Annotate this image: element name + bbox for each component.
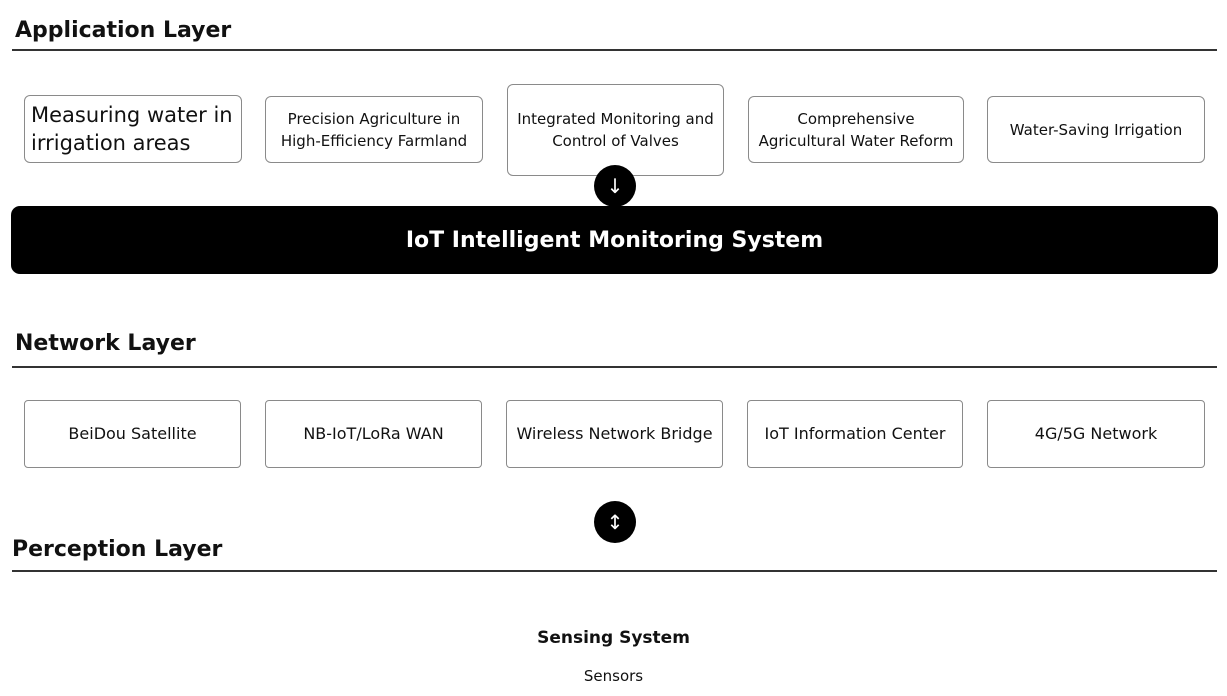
- app-item-measuring-water: Measuring water in irrigation areas: [24, 95, 242, 163]
- application-layer-divider: [12, 49, 1217, 51]
- net-item-nbiot-lora: NB-IoT/LoRa WAN: [265, 400, 482, 468]
- network-layer-divider: [12, 366, 1217, 368]
- network-layer-title: Network Layer: [15, 331, 196, 356]
- app-item-water-saving: Water-Saving Irrigation: [987, 96, 1205, 163]
- net-item-label: NB-IoT/LoRa WAN: [303, 424, 444, 443]
- sensing-system-title: Sensing System: [537, 628, 690, 648]
- net-item-label: IoT Information Center: [764, 424, 946, 443]
- net-item-label: BeiDou Satellite: [68, 424, 197, 443]
- app-item-water-reform: Comprehensive Agricultural Water Reform: [748, 96, 964, 163]
- net-item-beidou: BeiDou Satellite: [24, 400, 241, 468]
- app-item-label: Measuring water in irrigation areas: [31, 103, 233, 155]
- app-item-label: Water-Saving Irrigation: [1009, 120, 1183, 139]
- iot-monitoring-system-banner: IoT Intelligent Monitoring System: [11, 206, 1218, 274]
- net-item-4g5g: 4G/5G Network: [987, 400, 1205, 468]
- banner-label: IoT Intelligent Monitoring System: [405, 227, 824, 253]
- net-item-wireless-bridge: Wireless Network Bridge: [506, 400, 723, 468]
- app-item-valve-control: Integrated Monitoring and Control of Val…: [507, 84, 724, 176]
- app-item-precision-agriculture: Precision Agriculture in High-Efficiency…: [265, 96, 483, 163]
- app-item-label: Precision Agriculture in High-Efficiency…: [280, 109, 468, 150]
- perception-layer-divider: [12, 570, 1217, 572]
- arrow-down-icon: ↓: [594, 165, 636, 207]
- application-layer-title: Application Layer: [15, 18, 232, 43]
- sensors-label: Sensors: [583, 667, 644, 685]
- arrow-updown-icon: ↕: [594, 501, 636, 543]
- net-item-label: Wireless Network Bridge: [516, 424, 713, 443]
- perception-layer-title: Perception Layer: [12, 537, 223, 562]
- net-item-iot-center: IoT Information Center: [747, 400, 963, 468]
- app-item-label: Comprehensive Agricultural Water Reform: [758, 109, 954, 150]
- net-item-label: 4G/5G Network: [1034, 424, 1158, 443]
- app-item-label: Integrated Monitoring and Control of Val…: [517, 110, 714, 150]
